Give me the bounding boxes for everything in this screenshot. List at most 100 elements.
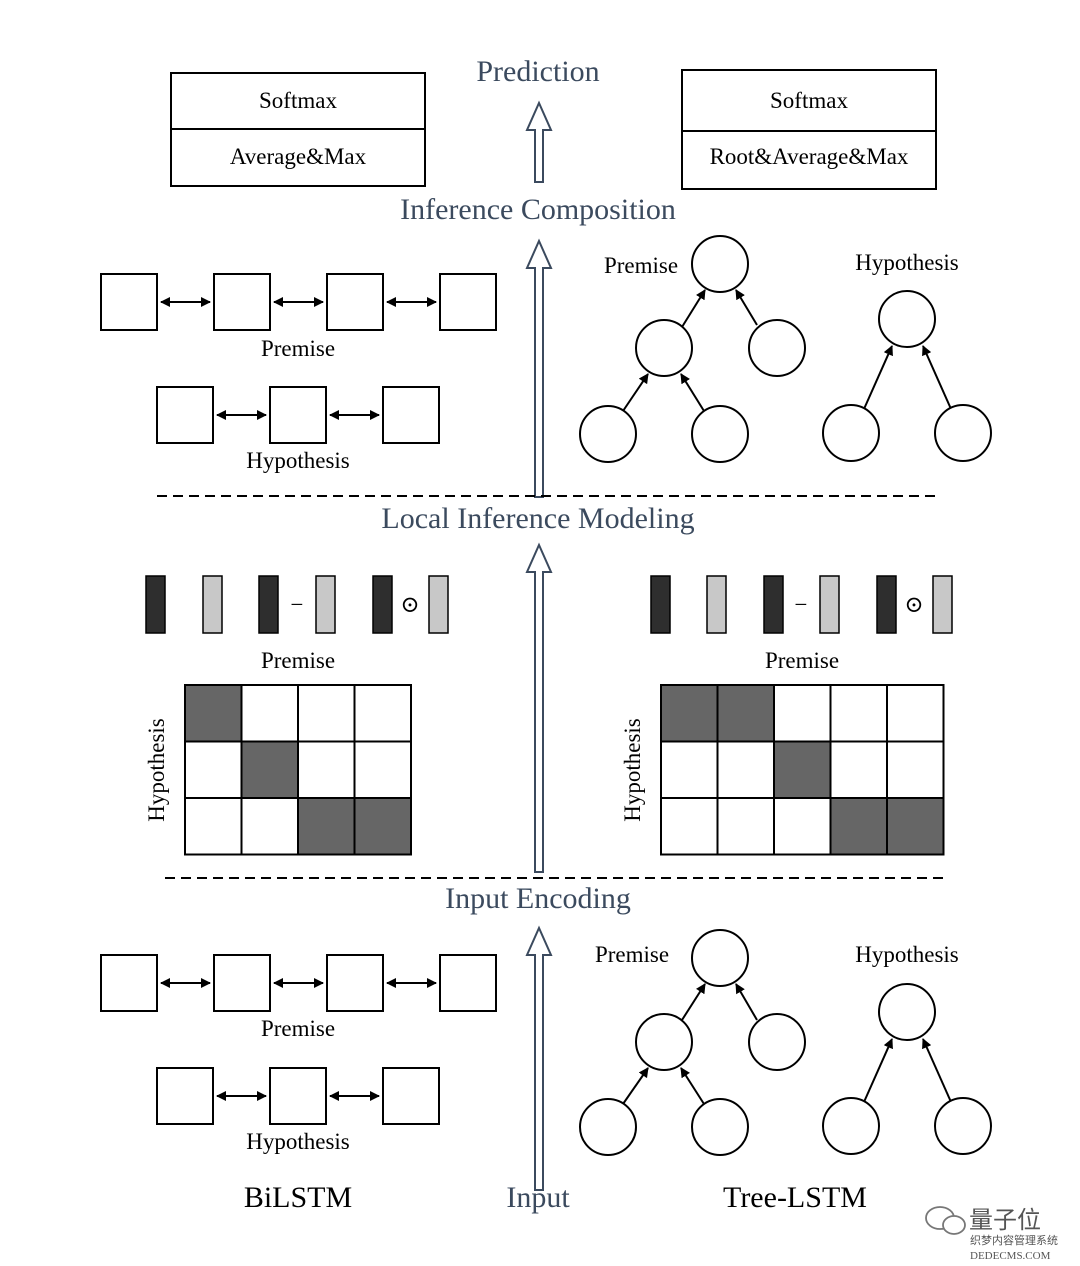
flow-arrow-input-to-encoding (525, 925, 553, 1191)
light-vector (428, 575, 449, 634)
hypothesis-axis-label: Hypothesis (620, 718, 645, 822)
light-vector (932, 575, 953, 634)
attention-matrix-left (184, 684, 412, 856)
attention-cell (297, 740, 356, 799)
tree-node (635, 319, 693, 377)
attention-cell-aligned (184, 684, 243, 743)
tree-node (822, 1097, 880, 1155)
lstm-cell (156, 386, 214, 444)
tree-node (579, 1098, 637, 1156)
lstm-cell (100, 954, 158, 1012)
lstm-cell (326, 273, 384, 331)
encoding-bilstm-premise: Premise (100, 954, 497, 1041)
attention-cell (716, 797, 775, 856)
softmax-label-right: Softmax (770, 88, 848, 113)
lstm-cell (213, 954, 271, 1012)
premise-label: Premise (261, 648, 335, 673)
softmax-label-left: Softmax (259, 88, 337, 113)
watermark-site: DEDECMS.COM (970, 1250, 1051, 1262)
lstm-cell (439, 273, 497, 331)
composition-tree-hypothesis: Hypothesis (822, 250, 992, 462)
lstm-cell (439, 954, 497, 1012)
tree-lstm-label: Tree-LSTM (723, 1181, 867, 1214)
attention-cell (240, 797, 299, 856)
attention-cell (829, 684, 888, 743)
premise-label: Premise (765, 648, 839, 673)
attention-cell-aligned (353, 797, 412, 856)
tree-node (878, 290, 936, 348)
tree-node (635, 1013, 693, 1071)
lstm-cell (156, 1067, 214, 1125)
attention-cell (660, 797, 719, 856)
minus-operator: − (291, 592, 304, 617)
stage-prediction: Prediction (476, 55, 599, 88)
dark-vector (258, 575, 279, 634)
attention-cell-aligned (829, 797, 888, 856)
tree-node (878, 983, 936, 1041)
light-vector (315, 575, 336, 634)
light-vector (819, 575, 840, 634)
bilstm-label: BiLSTM (244, 1181, 352, 1214)
lstm-cell (382, 386, 440, 444)
lstm-cell (269, 386, 327, 444)
attention-cell-aligned (297, 797, 356, 856)
attention-cell-aligned (886, 797, 945, 856)
attention-cell (829, 740, 888, 799)
watermark-brand: 量子位 (969, 1207, 1041, 1234)
premise-label: Premise (595, 942, 669, 967)
hadamard-operator: ⊙ (400, 592, 419, 617)
dark-vector (650, 575, 671, 634)
attention-cell (353, 740, 412, 799)
encoding-tree-hypothesis: Hypothesis (822, 942, 992, 1155)
hypothesis-label: Hypothesis (855, 250, 959, 275)
stage-input-encoding: Input Encoding (445, 882, 631, 915)
attention-cell (240, 684, 299, 743)
hypothesis-label: Hypothesis (855, 942, 959, 967)
attention-cell (297, 684, 356, 743)
tree-node (691, 929, 749, 987)
hypothesis-label: Hypothesis (246, 1129, 350, 1154)
attention-cell-aligned (660, 684, 719, 743)
flow-arrow-composition-to-prediction (525, 100, 553, 183)
light-vector (202, 575, 223, 634)
lstm-cell (269, 1067, 327, 1125)
dark-vector (763, 575, 784, 634)
attention-cell (773, 684, 832, 743)
tree-node (691, 405, 749, 463)
premise-label: Premise (604, 253, 678, 278)
attention-cell (184, 740, 243, 799)
premise-label: Premise (261, 336, 335, 361)
tree-node (934, 1097, 992, 1155)
wechat-icon (925, 1206, 966, 1235)
hadamard-operator: ⊙ (904, 592, 923, 617)
attention-cell (773, 797, 832, 856)
enhancement-vectors-right: − ⊙ (650, 575, 953, 634)
lstm-cell (326, 954, 384, 1012)
attention-cell-aligned (240, 740, 299, 799)
light-vector (706, 575, 727, 634)
flow-arrow-encoding-to-local (525, 542, 553, 873)
hypothesis-axis-label: Hypothesis (144, 718, 169, 822)
prediction-box-left: Softmax Average&Max (170, 72, 426, 187)
premise-label: Premise (261, 1016, 335, 1041)
encoding-bilstm-hypothesis: Hypothesis (156, 1067, 440, 1154)
lstm-cell (213, 273, 271, 331)
stage-inference-composition: Inference Composition (400, 193, 676, 226)
composition-tree-premise: Premise (579, 235, 806, 463)
tree-node (748, 319, 806, 377)
stage-local-inference-modeling: Local Inference Modeling (381, 502, 694, 535)
dark-vector (876, 575, 897, 634)
attention-cell (716, 740, 775, 799)
minus-operator: − (795, 592, 808, 617)
watermark: 量子位 织梦内容管理系统 DEDECMS.COM (925, 1206, 1058, 1262)
dark-vector (145, 575, 166, 634)
flow-arrow-local-to-composition (525, 238, 553, 498)
attention-cell (886, 740, 945, 799)
attention-cell (886, 684, 945, 743)
encoding-tree-premise: Premise (579, 929, 806, 1156)
lstm-cell (100, 273, 158, 331)
tree-node (748, 1013, 806, 1071)
tree-node (579, 405, 637, 463)
tree-node (822, 404, 880, 462)
